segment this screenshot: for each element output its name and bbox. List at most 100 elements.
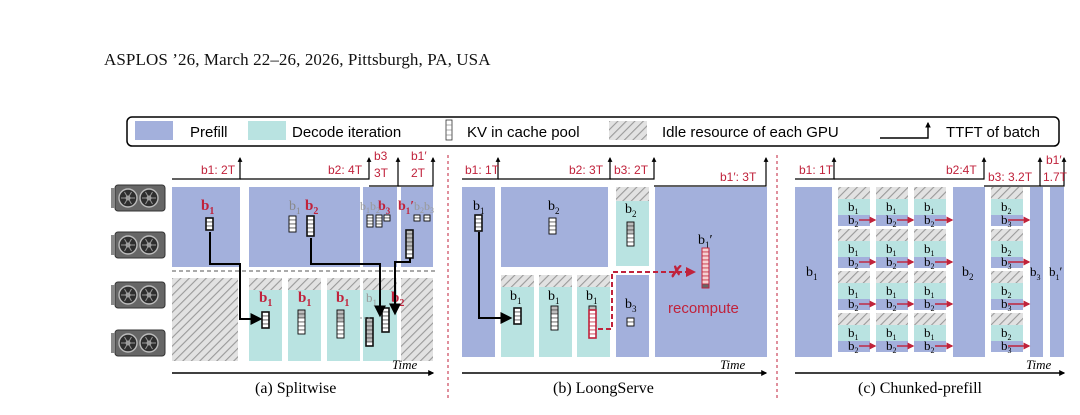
svg-text:b3: b3 [1001, 254, 1012, 271]
kv-cache-icon [306, 215, 315, 237]
kv-cache-icon [513, 307, 522, 325]
chunk-cell: b2b3 [991, 187, 1023, 229]
b-b2-top: b2 [548, 199, 560, 216]
svg-text:b1: b1 [924, 283, 935, 300]
svg-text:b1: b1 [848, 325, 859, 342]
a-b1b2-ghost: b1b2 [360, 199, 380, 215]
svg-text:b2: b2 [924, 338, 935, 355]
svg-text:b3: b3 [1001, 338, 1012, 355]
ttft-a-b1p: b1′ [411, 149, 427, 163]
gpu-icon [111, 329, 166, 357]
a-b1-top: b1 [201, 198, 214, 217]
kv-cache-icon [413, 214, 421, 222]
kv-cache-icon [366, 214, 374, 228]
chunk-cell: b1b2 [914, 229, 946, 271]
chunk-cell: b1b2 [914, 187, 946, 229]
panel-splitwise: b1: 2T b2: 4T b3 3T b1′ 2T b1 b1 b2 b3 b… [172, 149, 436, 397]
svg-text:b1: b1 [886, 199, 897, 216]
time-a: Time [392, 357, 418, 372]
gpu-icons [111, 184, 166, 357]
kv-cache-icon [474, 214, 483, 232]
ttft-c-b2: b2:4T [946, 163, 977, 177]
kv-cache-icon [297, 309, 306, 335]
chunk-cell: b1b2 [838, 229, 870, 271]
legend-ttft-label: TTFT of batch [946, 124, 1040, 141]
svg-text:b2: b2 [886, 296, 897, 313]
legend-prefill-swatch [135, 121, 173, 140]
ttft-b-b3: b3: 2T [614, 163, 649, 177]
kv-cache-icon [336, 309, 345, 339]
svg-text:b2: b2 [848, 254, 859, 271]
caption-a: (a) Splitwise [255, 380, 336, 397]
legend-ttft-icon [880, 121, 931, 139]
svg-text:b2: b2 [924, 254, 935, 271]
a-dec-b1-ghost: b1 [366, 290, 377, 308]
c-b1: b1 [806, 265, 818, 282]
svg-text:b2: b2 [1001, 325, 1012, 342]
kv-cache-icon [383, 214, 391, 222]
ttft-b-b2: b2: 3T [569, 163, 604, 177]
b-cross: ✗ [670, 264, 683, 281]
svg-text:b2: b2 [1001, 283, 1012, 300]
svg-text:b1: b1 [886, 325, 897, 342]
chunk-cell: b1b2 [876, 187, 908, 229]
svg-text:b2: b2 [886, 212, 897, 229]
b-dec-3: b1 [586, 289, 598, 306]
time-b: Time [720, 357, 746, 372]
panel-loongserve: b1: 1T b2: 3T b3: 2T b1′: 3T b1 b2 b2 b3… [462, 157, 769, 397]
svg-text:b3: b3 [1001, 212, 1012, 229]
b-dec-1: b1 [510, 289, 522, 306]
ttft-c-b1p: b1′ [1046, 153, 1062, 167]
legend: Prefill Decode iteration KV in cache poo… [126, 116, 1060, 147]
kv-cache-icon [381, 307, 390, 333]
kv-cache-icon [261, 311, 270, 329]
a-b3-top: b3 [378, 199, 391, 216]
ttft-a-b3: b3 [374, 149, 388, 163]
a-b1-ghost: b1 [289, 199, 301, 216]
caption-c: (c) Chunked-prefill [858, 380, 983, 397]
ttft-b-b1p: b1′: 3T [720, 170, 757, 184]
chunk-cell: b1b2 [838, 313, 870, 355]
ttft-a-b2: b2: 4T [328, 163, 363, 177]
svg-text:b2: b2 [1001, 199, 1012, 216]
running-head: ASPLOS ’26, March 22–26, 2026, Pittsburg… [104, 50, 491, 69]
kv-cache-icon [548, 217, 557, 235]
svg-text:b1: b1 [848, 241, 859, 258]
svg-text:b1: b1 [924, 199, 935, 216]
legend-idle-swatch [609, 121, 647, 140]
ttft-a-b1: b1: 2T [201, 163, 236, 177]
chunk-cell: b2b3 [991, 229, 1023, 271]
chunk-cell: b1b2 [914, 271, 946, 313]
gpu-icon [111, 281, 166, 309]
chunk-cell: b1b2 [914, 313, 946, 355]
ttft-b-b1: b1: 1T [465, 163, 500, 177]
kv-cache-icon [626, 317, 635, 327]
b-b1p: b1′ [698, 233, 713, 250]
gpu-icon [111, 184, 166, 212]
chunk-cell: b1b2 [838, 271, 870, 313]
kv-cache-icon [405, 229, 414, 259]
chunk-cell: b1b2 [876, 313, 908, 355]
kv-cache-icon [588, 309, 597, 339]
gpu-icon [111, 231, 166, 259]
svg-text:b2: b2 [924, 296, 935, 313]
svg-text:b2: b2 [886, 338, 897, 355]
svg-text:b1: b1 [886, 241, 897, 258]
svg-text:b2: b2 [1001, 241, 1012, 258]
time-c: Time [1026, 357, 1052, 372]
svg-text:b1: b1 [924, 325, 935, 342]
svg-text:b1: b1 [924, 241, 935, 258]
c-b2: b2 [962, 265, 974, 282]
svg-text:b2: b2 [848, 338, 859, 355]
b-b2-side: b2 [625, 202, 637, 219]
kv-cache-icon [701, 247, 710, 289]
b-dec-2: b1 [548, 289, 560, 306]
b-b1-top: b1 [473, 199, 485, 216]
b-recompute: recompute [668, 300, 739, 317]
a-b2-top: b2 [305, 198, 318, 217]
legend-kv-icon [445, 119, 453, 141]
svg-text:b1: b1 [848, 199, 859, 216]
ttft-a-b1p-val: 2T [411, 166, 426, 180]
svg-text:b1: b1 [848, 283, 859, 300]
